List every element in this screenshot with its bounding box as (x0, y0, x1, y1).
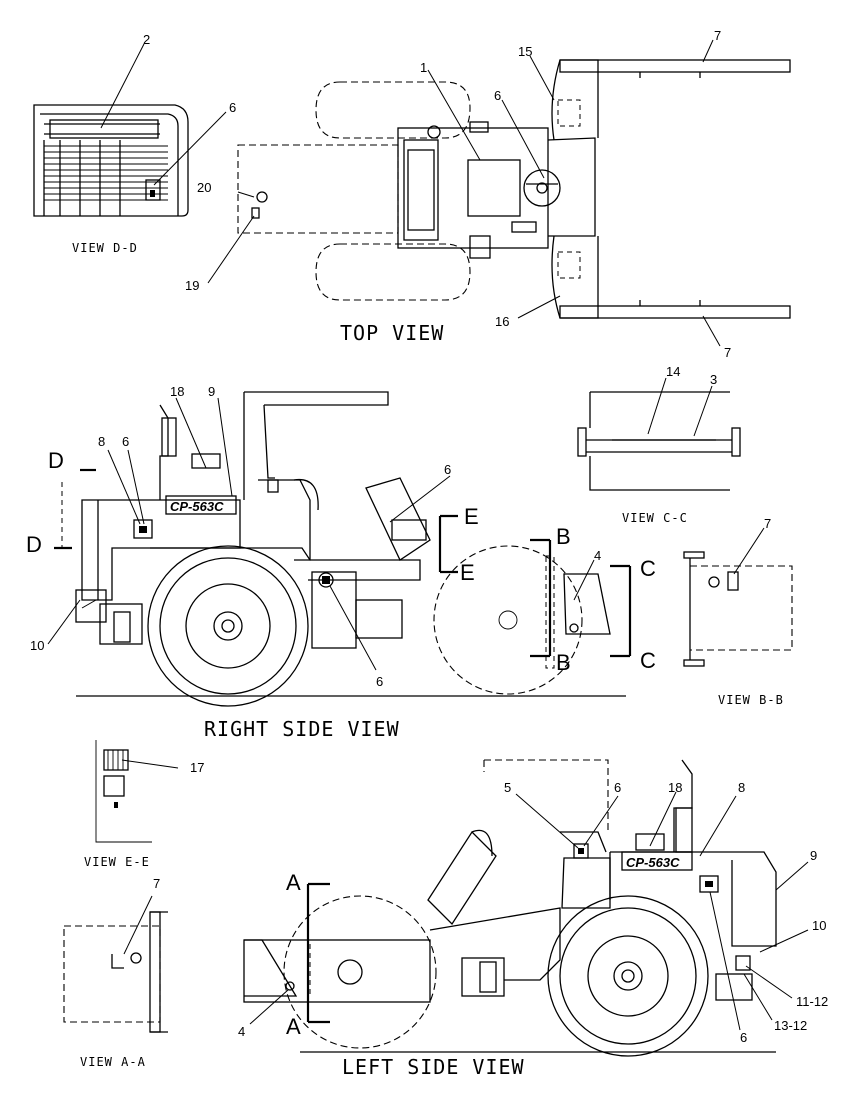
callout-9-right-side: 9 (208, 384, 215, 399)
callout-15-top-view: 15 (518, 44, 532, 59)
section-b-upper: B (556, 524, 571, 549)
callout-18-left-side: 18 (668, 780, 682, 795)
callout-7-top-view-upper: 7 (714, 28, 721, 43)
section-a-upper: A (286, 870, 301, 895)
callout-18-right-side: 18 (170, 384, 184, 399)
callout-2-view-dd: 2 (143, 32, 150, 47)
callout-6-right-side-seat: 6 (444, 462, 451, 477)
model-decal-left: CP-563C (626, 855, 680, 870)
callout-6-left-side-lower: 6 (740, 1030, 747, 1045)
callout-6-left-side-upper: 6 (614, 780, 621, 795)
callout-17-view-ee: 17 (190, 760, 204, 775)
right-side-view-title: RIGHT SIDE VIEW (204, 717, 400, 741)
model-decal-right: CP-563C (170, 499, 224, 514)
callout-4-right-side: 4 (594, 548, 601, 563)
section-c-lower: C (640, 648, 656, 673)
callout-1-top-view: 1 (420, 60, 427, 75)
callout-4-left-side: 4 (238, 1024, 245, 1039)
left-side-view-drawing: CP-563C (243, 759, 809, 1057)
view-ee-drawing (95, 740, 179, 843)
callout-7-view-bb: 7 (764, 516, 771, 531)
right-side-view-drawing: CP-563C (47, 391, 632, 707)
view-bb-title: VIEW B-B (718, 693, 784, 707)
callout-8-left-side: 8 (738, 780, 745, 795)
callout-13-12-left-side: 13-12 (774, 1018, 807, 1033)
callout-14-view-cc: 14 (666, 364, 680, 379)
callout-7-view-aa: 7 (153, 876, 160, 891)
view-cc-drawing (577, 377, 741, 491)
callout-9-left-side: 9 (810, 848, 817, 863)
view-aa-title: VIEW A-A (80, 1055, 146, 1069)
view-dd-title: VIEW D-D (72, 241, 138, 255)
callout-5-left-side: 5 (504, 780, 511, 795)
callout-10-left-side: 10 (812, 918, 826, 933)
view-aa-drawing (63, 895, 168, 1033)
view-cc-title: VIEW C-C (622, 511, 688, 525)
callout-20-top-view: 20 (197, 180, 211, 195)
section-e-lower: E (460, 560, 475, 585)
left-side-view-title: LEFT SIDE VIEW (342, 1055, 525, 1079)
callout-3-view-cc: 3 (710, 372, 717, 387)
section-c-upper: C (640, 556, 656, 581)
callout-6-right-side-frame: 6 (376, 674, 383, 689)
callout-8-right-side: 8 (98, 434, 105, 449)
view-dd-drawing (33, 43, 227, 217)
section-b-lower: B (556, 650, 571, 675)
callout-6-view-dd: 6 (229, 100, 236, 115)
section-e-upper: E (464, 504, 479, 529)
view-ee-title: VIEW E-E (84, 855, 150, 869)
view-bb-drawing (683, 527, 793, 667)
callout-10-right-side: 10 (30, 638, 44, 653)
callout-16-top-view: 16 (495, 314, 509, 329)
section-d-lower: D (26, 532, 42, 557)
callout-6-top-view: 6 (494, 88, 501, 103)
callout-11-12-left-side: 11-12 (796, 994, 828, 1009)
top-view-drawing (207, 39, 791, 347)
top-view-title: TOP VIEW (340, 321, 444, 345)
section-d-upper: D (48, 448, 64, 473)
callout-7-top-view-lower: 7 (724, 345, 731, 360)
callout-6-right-side-decal: 6 (122, 434, 129, 449)
callout-19-top-view: 19 (185, 278, 199, 293)
section-a-lower: A (286, 1014, 301, 1039)
